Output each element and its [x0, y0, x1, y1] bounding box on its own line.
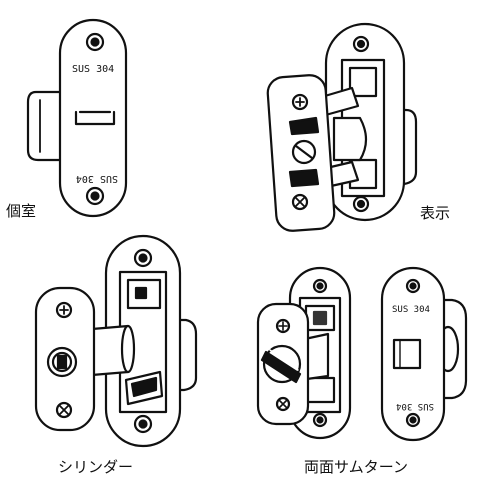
- engraving-right-top: SUS 304: [392, 305, 430, 315]
- engraving-top: SUS 304: [72, 64, 114, 75]
- engraving-right-bottom: SUS 304: [396, 401, 434, 411]
- label-koshitsu: 個室: [6, 202, 37, 220]
- engraving-bottom: SUS 304: [76, 173, 118, 184]
- koshitsu-side-bolt: [26, 90, 64, 162]
- koshitsu-slot: [74, 110, 116, 126]
- ryomen-latch: [256, 266, 468, 442]
- label-hyoji: 表示: [420, 204, 451, 222]
- label-ryomen: 両面サムターン: [304, 458, 408, 476]
- hyoji-latch: [266, 22, 418, 232]
- koshitsu-latch: [26, 18, 128, 218]
- koshitsu-plate: [58, 18, 128, 218]
- label-cylinder: シリンダー: [58, 458, 134, 476]
- cylinder-latch: [34, 234, 198, 448]
